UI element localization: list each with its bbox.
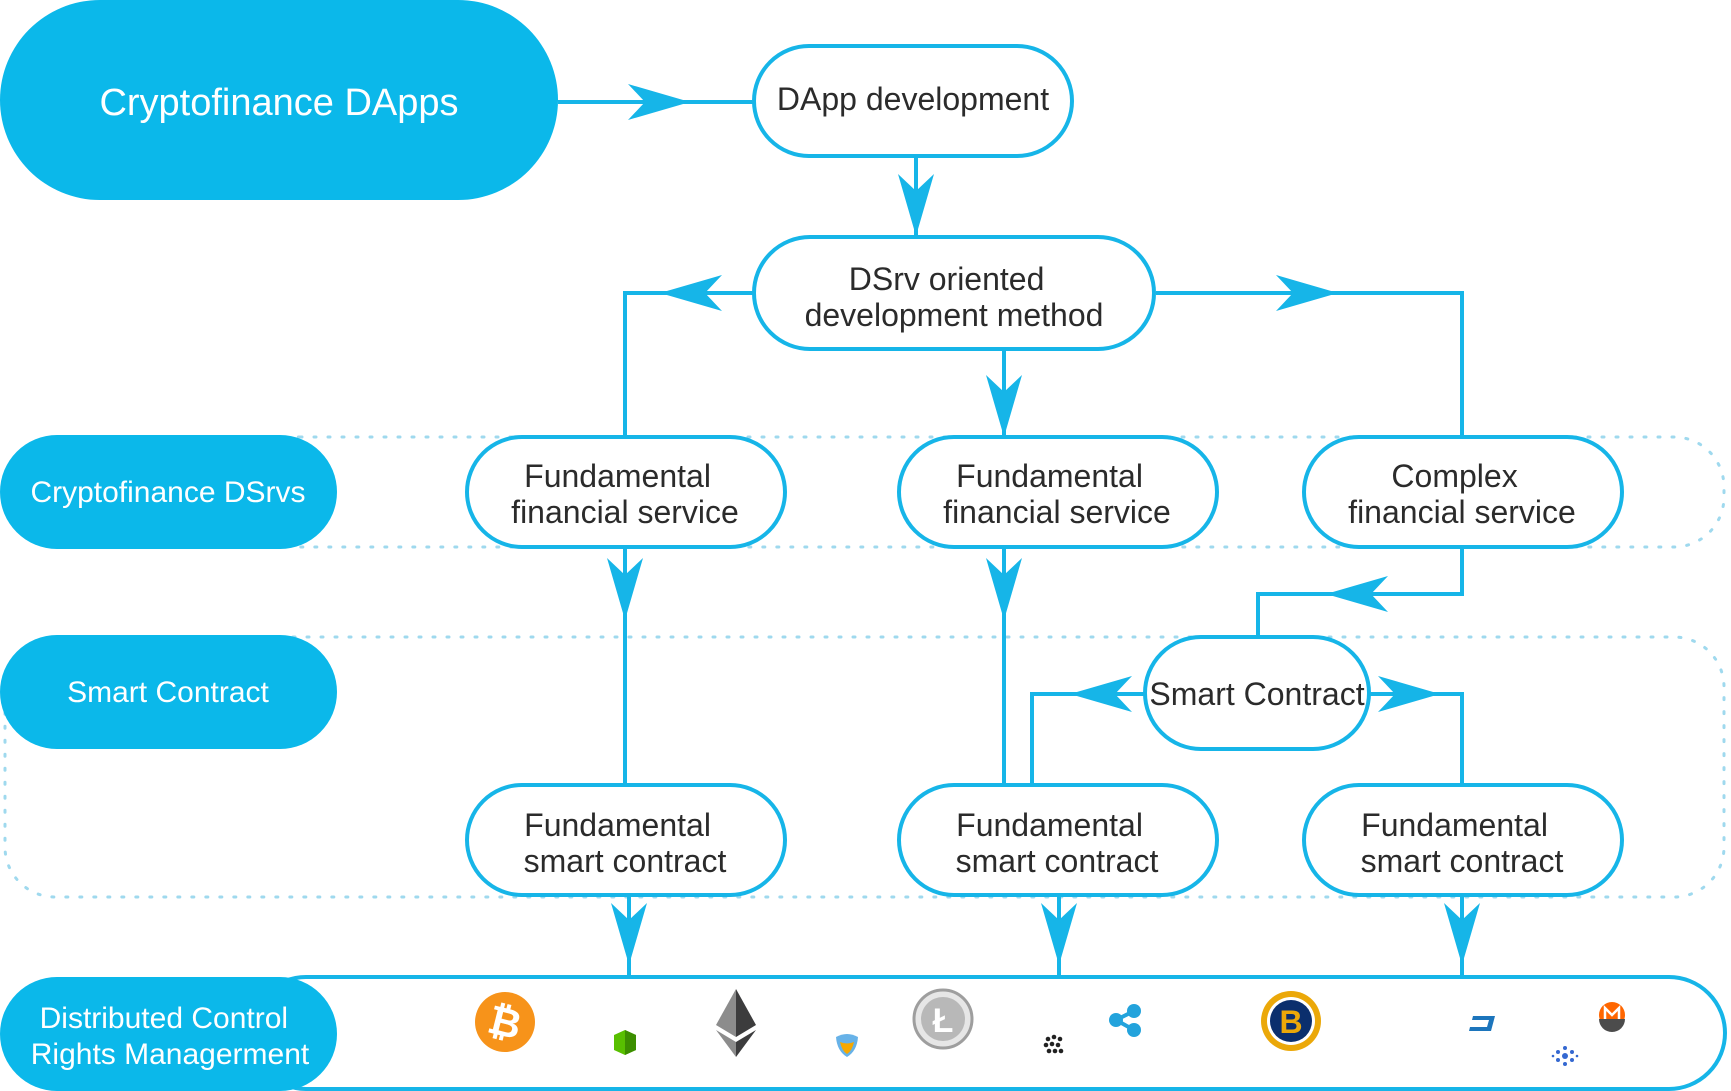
svg-text:Ł: Ł: [933, 1002, 954, 1040]
arrowhead-right-sc3: [1378, 676, 1440, 712]
arrowhead-down-sc2: [986, 558, 1022, 620]
monero-logo: [1599, 1002, 1625, 1032]
arrowhead-down-base2: [1041, 903, 1077, 965]
node-complex-service: Complex financial service: [1302, 435, 1624, 549]
svg-text:Complex financial servic: Complex financial service: [1348, 458, 1576, 530]
node-fin-service-2-line2: financial service: [943, 494, 1171, 530]
edge-hub-to-sc2: [1030, 692, 1145, 785]
node-smart-contract-3-line1: Fundamental: [1361, 807, 1548, 843]
node-fin-service-2: Fundamental financial service: [897, 435, 1219, 549]
svg-text:Fundamental smart contra: Fundamental smart contract: [956, 807, 1159, 879]
svg-text:DApp development: DApp development: [777, 81, 1049, 117]
ethereum-logo: [716, 989, 756, 1057]
node-dapp-development: DApp development: [752, 44, 1074, 158]
crypto-logos: ₿ Ł: [475, 988, 1625, 1066]
arrowhead-left-hub: [1326, 576, 1388, 612]
arrowhead-right-dev: [628, 84, 690, 120]
cardano-logo: [1551, 1046, 1579, 1066]
dapps-layer-pill: [0, 0, 558, 200]
litecoin-logo: Ł: [912, 988, 974, 1050]
dash-logo: [1469, 1016, 1495, 1031]
nem-logo: [836, 1034, 858, 1057]
iota-logo: [1043, 1034, 1064, 1054]
svg-text:Fundamental financial se: Fundamental financial service: [943, 458, 1171, 530]
bitcoin-logo: ₿: [475, 992, 535, 1052]
node-dsrv-method: DSrv oriented development method: [752, 235, 1156, 351]
node-smart-contract-1-line1: Fundamental: [524, 807, 711, 843]
arrowhead-down-base1: [611, 903, 647, 965]
arrowhead-down-method: [898, 174, 934, 236]
svg-text:Fundamental financial se: Fundamental financial service: [511, 458, 739, 530]
svg-text:Smart Contract: Smart Contract: [1149, 676, 1364, 712]
node-complex-service-line1: Complex: [1391, 458, 1517, 494]
arrowhead-down-base3: [1444, 903, 1480, 965]
node-fin-service-1-line1: Fundamental: [524, 458, 711, 494]
arrowhead-right-complex: [1276, 275, 1338, 311]
node-smart-contract-2-line1: Fundamental: [956, 807, 1143, 843]
ripple-logo: [1109, 1004, 1141, 1037]
dsrvs-layer-label: Cryptofinance DSrvs: [30, 476, 305, 509]
node-smart-contract-hub-line1: Smart Contract: [1149, 676, 1364, 712]
arrowhead-left-sc2: [1070, 676, 1132, 712]
arrowhead-left-fin1: [660, 275, 722, 311]
control-layer-pill: [0, 977, 337, 1091]
node-fin-service-2-line1: Fundamental: [956, 458, 1143, 494]
smart-contract-layer-pill: [0, 635, 337, 749]
control-layer-label-line2: Rights Managerment: [31, 1038, 310, 1071]
node-complex-service-line2: financial service: [1348, 494, 1576, 530]
arrowheads: [607, 84, 1480, 965]
dapps-layer-label: Cryptofinance DApps: [99, 82, 458, 124]
svg-text:Fundamental smart contra: Fundamental smart contract: [524, 807, 727, 879]
node-smart-contract-2-line2: smart contract: [956, 843, 1159, 879]
control-layer-band: [248, 975, 1727, 1091]
smart-contract-layer-label: Smart Contract: [67, 676, 269, 709]
node-smart-contract-3: Fundamental smart contract: [1302, 783, 1624, 897]
neo-logo: [614, 1030, 636, 1055]
node-fin-service-1-line2: financial service: [511, 494, 739, 530]
node-dsrv-method-line2: development method: [805, 297, 1104, 333]
node-dsrv-method-line1: DSrv oriented: [849, 261, 1045, 297]
node-smart-contract-1-line2: smart contract: [524, 843, 727, 879]
node-smart-contract-3-line2: smart contract: [1361, 843, 1564, 879]
dsrvs-layer-pill: [0, 435, 337, 549]
bitcoin-gold-logo: B: [1261, 991, 1321, 1051]
node-smart-contract-hub: Smart Contract: [1143, 635, 1371, 751]
node-fin-service-1: Fundamental financial service: [465, 435, 787, 549]
node-dapp-development-line1: DApp development: [777, 81, 1049, 117]
edge-method-to-right: [1156, 291, 1464, 437]
node-smart-contract-1: Fundamental smart contract: [465, 783, 787, 897]
control-layer-label-line1: Distributed Control: [40, 1002, 288, 1035]
svg-text:B: B: [1279, 1004, 1302, 1040]
svg-text:Fundamental smart contra: Fundamental smart contract: [1361, 807, 1564, 879]
arrowhead-down-fin2: [986, 375, 1022, 437]
edge-method-to-left: [623, 291, 754, 437]
node-smart-contract-2: Fundamental smart contract: [897, 783, 1219, 897]
arrowhead-down-sc1: [607, 558, 643, 620]
smart-contract-layer-region: [3, 635, 1726, 899]
svg-text:DSrv oriented developmen: DSrv oriented development method: [805, 261, 1104, 333]
control-layer-label: Distributed Control Rights Managerment: [31, 1002, 310, 1071]
